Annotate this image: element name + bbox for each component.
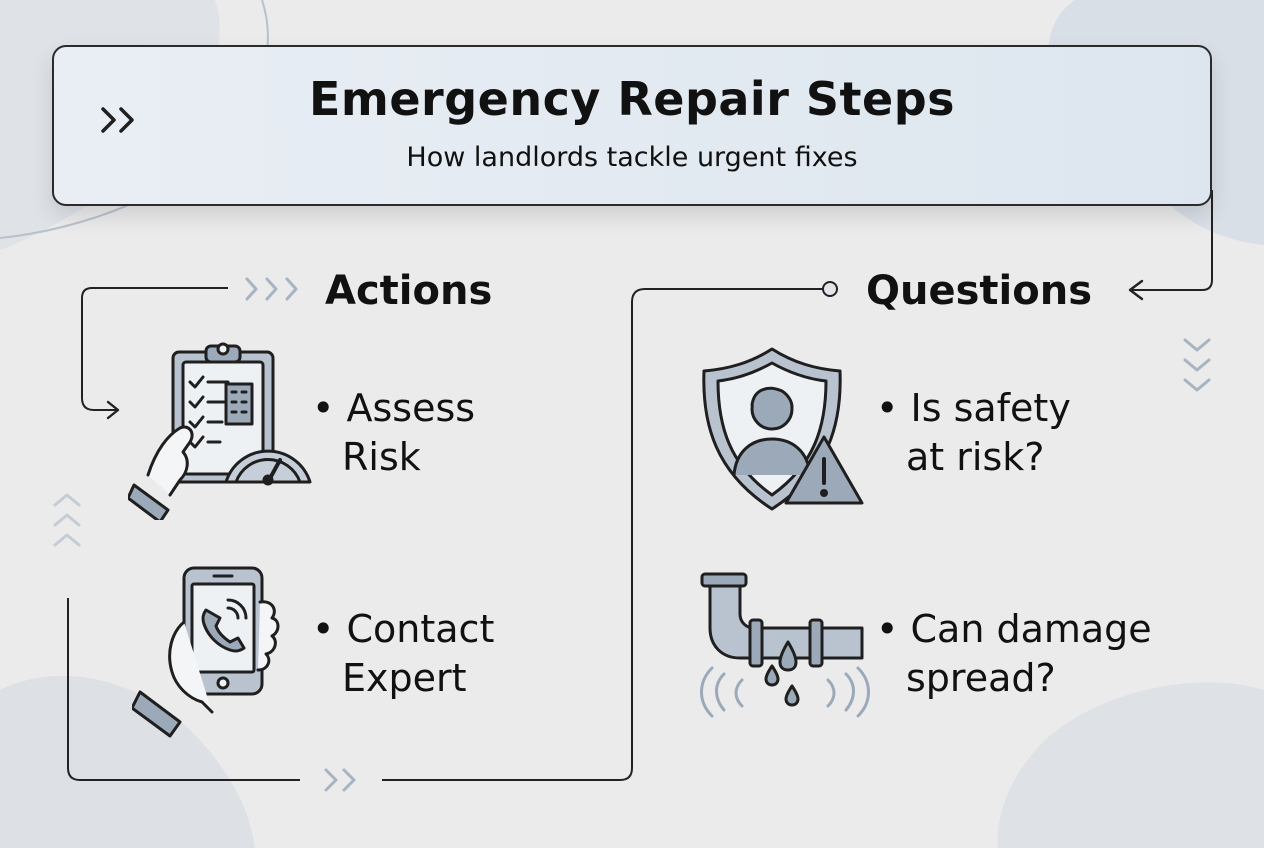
- actions-title: Actions: [325, 268, 493, 314]
- blob-bottom-right: [997, 682, 1264, 848]
- phone-call-icon: [132, 566, 280, 738]
- action-item-assess-risk: • Assess Risk: [312, 386, 476, 479]
- questions-title: Questions: [866, 268, 1093, 314]
- arrow-right-icon: [106, 400, 120, 420]
- arrow-left-icon: [1128, 279, 1144, 301]
- connector-actions-top: [81, 287, 228, 411]
- blob-bottom-left: [0, 675, 255, 848]
- page-subtitle: How landlords tackle urgent fixes: [406, 142, 858, 173]
- action-item-contact-expert: • Contact Expert: [312, 607, 495, 700]
- connector-node: [822, 281, 838, 297]
- chevrons-down-decor: [1183, 338, 1211, 392]
- shield-warning-icon: [702, 347, 864, 511]
- question-item-damage: • Can damage spread?: [876, 607, 1152, 700]
- double-chevron-icon: [101, 107, 134, 133]
- chevrons-right-decor: [245, 277, 298, 301]
- connector-questions: [382, 288, 822, 781]
- clipboard-gauge-icon: [128, 342, 312, 520]
- question-item-safety: • Is safety at risk?: [876, 386, 1071, 479]
- chevrons-up-decor: [53, 493, 81, 547]
- page-title: Emergency Repair Steps: [308, 72, 956, 126]
- header-card: [52, 45, 1212, 206]
- connector-header-questions: [1132, 190, 1213, 291]
- connector-bottom-left: [67, 598, 300, 781]
- chevrons-bottom-decor: [324, 768, 356, 792]
- leaking-pipe-icon: [700, 572, 870, 718]
